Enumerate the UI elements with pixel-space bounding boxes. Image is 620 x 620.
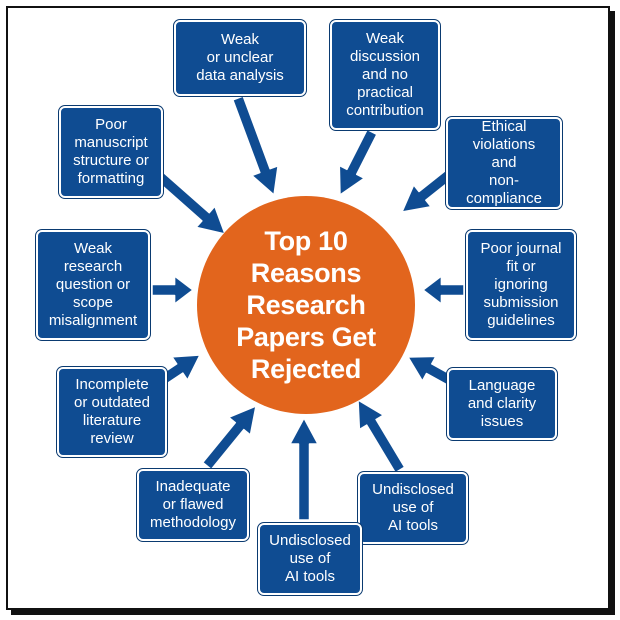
arrow-journal-fit [422, 275, 465, 305]
reason-box-literature: Incomplete or outdated literature review [57, 367, 167, 457]
reason-box-data-analysis: Weak or unclear data analysis [174, 20, 306, 96]
reason-box-language: Language and clarity issues [447, 368, 557, 440]
central-topic-title: Top 10 Reasons Research Papers Get Rejec… [236, 226, 376, 384]
reason-box-discussion: Weak discussion and no practical contrib… [330, 20, 440, 130]
reason-box-journal-fit: Poor journal fit or ignoring submission … [466, 230, 576, 340]
arrow-data-analysis [232, 95, 279, 196]
arrow-methodology [201, 405, 257, 471]
reason-box-structure: Poor manuscript structure or formatting [59, 106, 163, 198]
reason-box-ethics: Ethical violations and non-compliance [446, 117, 562, 209]
arrow-discussion [338, 128, 378, 196]
reason-box-ai-tools-bottom: Undisclosed use of AI tools [258, 523, 362, 595]
arrow-research-question [151, 275, 194, 305]
reason-box-ai-tools-right: Undisclosed use of AI tools [358, 472, 468, 544]
arrow-ai-tools-right [357, 399, 406, 474]
reason-box-research-question: Weak research question or scope misalign… [36, 230, 150, 340]
arrow-ai-tools-bottom [289, 417, 319, 521]
central-topic-circle: Top 10 Reasons Research Papers Get Rejec… [197, 196, 415, 414]
reason-box-methodology: Inadequate or flawed methodology [137, 469, 249, 541]
